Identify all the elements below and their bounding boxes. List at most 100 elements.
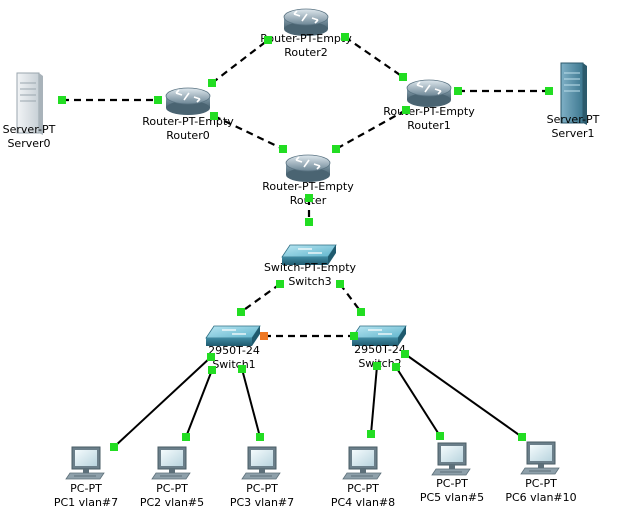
- pc4-device[interactable]: [342, 446, 382, 480]
- pc2-device[interactable]: [151, 446, 191, 480]
- server1-device[interactable]: [560, 62, 587, 125]
- link-switch2-pc6[interactable]: [404, 353, 523, 438]
- pc4-name-label: PC4 vlan#8: [331, 496, 395, 509]
- link-light-switch1: [208, 366, 216, 374]
- router-type-label: Router-PT-Empty: [262, 180, 354, 193]
- server0-device[interactable]: [16, 72, 43, 135]
- link-router2-router1[interactable]: [344, 36, 404, 78]
- pc-icon: [431, 442, 471, 476]
- pc5-name-label: PC5 vlan#5: [420, 491, 484, 504]
- labels-layer: Router-PT-EmptyRouter2Router-PT-EmptyRou…: [3, 32, 600, 509]
- link-light-router2: [264, 36, 272, 44]
- link-light-switch1: [238, 365, 246, 373]
- link-light-router0: [154, 96, 162, 104]
- link-light-router: [279, 145, 287, 153]
- pc5-device[interactable]: [431, 442, 471, 476]
- devices-layer: [16, 8, 587, 480]
- server1-type-label: Server-PT: [547, 113, 600, 126]
- server-icon: [560, 62, 587, 125]
- link-light-switch1: [237, 308, 245, 316]
- switch3-name-label: Switch3: [288, 275, 331, 288]
- link-router0-router[interactable]: [213, 115, 284, 150]
- switch1-name-label: Switch1: [212, 358, 255, 371]
- pc2-type-label: PC-PT: [156, 482, 188, 495]
- pc-icon: [342, 446, 382, 480]
- link-light-switch2: [392, 363, 400, 371]
- link-light-router1: [454, 87, 462, 95]
- links-layer: [62, 36, 549, 448]
- link-switch3-switch2[interactable]: [339, 283, 362, 313]
- link-switch1-pc2[interactable]: [185, 369, 213, 438]
- router2-name-label: Router2: [284, 46, 327, 59]
- link-light-switch2: [401, 350, 409, 358]
- server1-name-label: Server1: [551, 127, 594, 140]
- router2-device[interactable]: [283, 8, 329, 36]
- router0-device[interactable]: [165, 87, 211, 115]
- link-light-router1: [399, 73, 407, 81]
- pc2-name-label: PC2 vlan#5: [140, 496, 204, 509]
- link-switch2-pc5[interactable]: [395, 366, 441, 437]
- switch-icon: [351, 325, 407, 346]
- switch-icon: [281, 244, 337, 265]
- switch3-device[interactable]: [281, 244, 337, 265]
- link-light-server1: [545, 87, 553, 95]
- link-light-pc5: [436, 432, 444, 440]
- pc1-type-label: PC-PT: [70, 482, 102, 495]
- router1-device[interactable]: [406, 79, 452, 107]
- link-router1-router[interactable]: [335, 109, 407, 150]
- switch1-type-label: 2950T-24: [208, 344, 260, 357]
- link-light-router: [332, 145, 340, 153]
- router1-name-label: Router1: [407, 119, 450, 132]
- link-switch3-switch1[interactable]: [240, 283, 281, 313]
- pc-icon: [241, 446, 281, 480]
- pc6-device[interactable]: [520, 441, 560, 475]
- pc6-name-label: PC6 vlan#10: [505, 491, 576, 504]
- link-router0-router2[interactable]: [211, 39, 269, 84]
- link-light-switch3: [336, 280, 344, 288]
- router0-name-label: Router0: [166, 129, 209, 142]
- router-icon: [406, 79, 452, 107]
- link-light-server0: [58, 96, 66, 104]
- link-light-router1: [402, 106, 410, 114]
- link-light-switch1: [207, 353, 215, 361]
- pc6-type-label: PC-PT: [525, 477, 557, 490]
- router-icon: [285, 154, 331, 182]
- link-light-switch2: [373, 362, 381, 370]
- server0-type-label: Server-PT: [3, 123, 56, 136]
- link-light-router0: [208, 79, 216, 87]
- link-light-switch3: [276, 280, 284, 288]
- pc1-device[interactable]: [65, 446, 105, 480]
- link-switch1-pc1[interactable]: [113, 356, 212, 448]
- pc3-type-label: PC-PT: [246, 482, 278, 495]
- link-switch2-pc4[interactable]: [370, 365, 378, 435]
- router-icon: [165, 87, 211, 115]
- pc5-type-label: PC-PT: [436, 477, 468, 490]
- link-light-pc3: [256, 433, 264, 441]
- link-light-router: [305, 194, 313, 202]
- switch3-type-label: Switch-PT-Empty: [264, 261, 357, 274]
- link-light-pc4: [367, 430, 375, 438]
- link-light-pc6: [518, 433, 526, 441]
- switch2-device[interactable]: [351, 325, 407, 346]
- router-device[interactable]: [285, 154, 331, 182]
- link-light-switch3: [305, 218, 313, 226]
- server0-name-label: Server0: [7, 137, 50, 150]
- link-light-pc2: [182, 433, 190, 441]
- link-light-switch2: [357, 308, 365, 316]
- switch2-type-label: 2950T-24: [354, 343, 406, 356]
- switch-icon: [205, 325, 261, 346]
- router-icon: [283, 8, 329, 36]
- router2-type-label: Router-PT-Empty: [260, 32, 352, 45]
- switch1-device[interactable]: [205, 325, 261, 346]
- pc3-name-label: PC3 vlan#7: [230, 496, 294, 509]
- link-light-router0: [210, 112, 218, 120]
- status-layer: [58, 33, 553, 451]
- link-switch1-pc3[interactable]: [241, 368, 261, 438]
- pc3-device[interactable]: [241, 446, 281, 480]
- link-light-switch2: [350, 332, 358, 340]
- link-light-router2: [341, 33, 349, 41]
- pc-icon: [520, 441, 560, 475]
- pc4-type-label: PC-PT: [347, 482, 379, 495]
- link-light-pc1: [110, 443, 118, 451]
